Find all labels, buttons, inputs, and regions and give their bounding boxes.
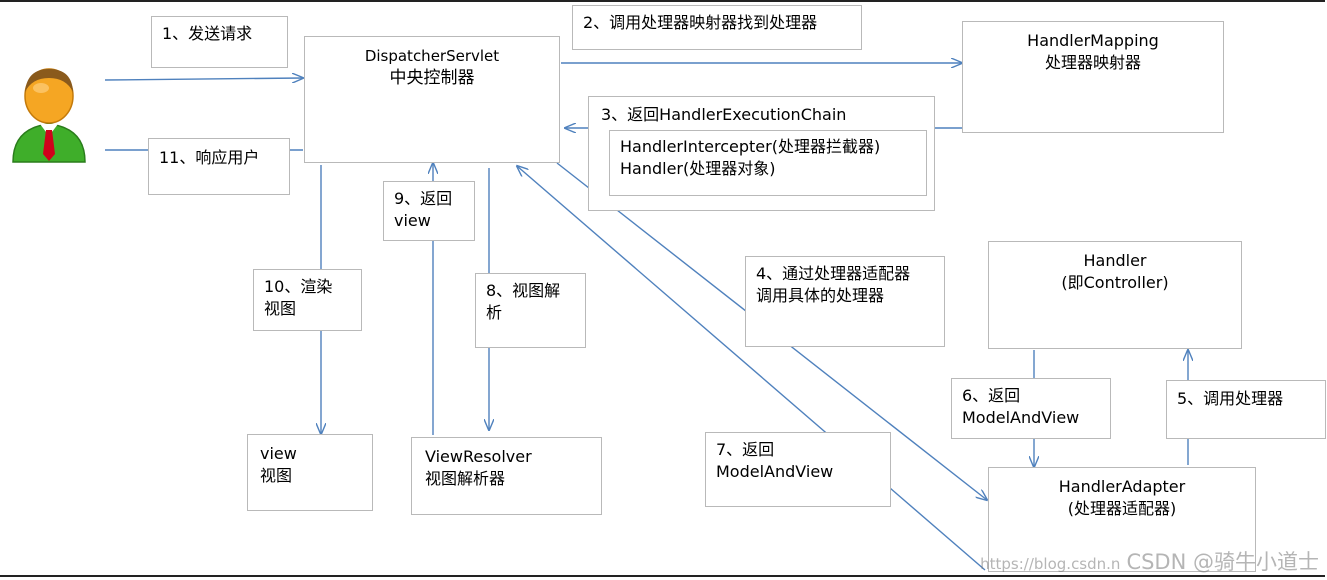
handler-name: Handler [1083, 251, 1147, 270]
handler-adapter-desc: (处理器适配器) [1067, 499, 1177, 518]
handler-adapter-name: HandlerAdapter [1058, 477, 1186, 496]
dispatcher-servlet-desc: 中央控制器 [389, 68, 475, 88]
step-10-text-2: 视图 [264, 299, 297, 318]
step-9-text-1: 9、返回 [394, 189, 453, 208]
step-7-text-1: 7、返回 [716, 440, 775, 459]
handler-box: Handler (即Controller) [988, 241, 1242, 349]
handler-mapping-name: HandlerMapping [1027, 31, 1159, 50]
watermark-url: https://blog.csdn.n [980, 555, 1121, 573]
handler-interceptor-label: HandlerIntercepter(处理器拦截器) [620, 137, 881, 156]
view-desc: 视图 [260, 466, 293, 485]
user-icon [12, 68, 86, 163]
watermark: https://blog.csdn.n CSDN @骑牛小道士 [980, 546, 1319, 576]
step-10-text-1: 10、渲染 [264, 277, 333, 296]
dispatcher-servlet-name: DispatcherServlet [364, 47, 500, 65]
step-11-label: 11、响应用户 [148, 138, 290, 195]
step-2-text: 2、调用处理器映射器找到处理器 [583, 13, 818, 32]
step-4-label: 4、通过处理器适配器 调用具体的处理器 [745, 256, 945, 347]
arrow-return-modelandview-7 [517, 166, 986, 571]
step-10-label: 10、渲染 视图 [253, 269, 362, 331]
step-4-text-1: 4、通过处理器适配器 [756, 264, 911, 283]
step-1-label: 1、发送请求 [151, 16, 288, 68]
step-9-label: 9、返回 view [383, 181, 475, 241]
step-6-label: 6、返回 ModelAndView [951, 378, 1111, 439]
step-6-text-2: ModelAndView [962, 408, 1080, 427]
step-8-text-2: 析 [486, 303, 503, 322]
step-7-label: 7、返回 ModelAndView [705, 432, 891, 507]
view-box: view 视图 [247, 434, 373, 511]
handler-mapping-box: HandlerMapping 处理器映射器 [962, 21, 1224, 133]
execution-chain-inner-box: HandlerIntercepter(处理器拦截器) Handler(处理器对象… [609, 130, 927, 196]
watermark-brand: CSDN @骑牛小道士 [1126, 550, 1319, 574]
step-4-text-2: 调用具体的处理器 [756, 286, 885, 305]
handler-mapping-desc: 处理器映射器 [1044, 53, 1141, 72]
step-5-text: 5、调用处理器 [1177, 389, 1284, 408]
step-5-label: 5、调用处理器 [1166, 380, 1326, 439]
execution-chain-title: 3、返回HandlerExecutionChain [601, 105, 847, 124]
handler-adapter-box: HandlerAdapter (处理器适配器) [988, 467, 1256, 572]
view-resolver-box: ViewResolver 视图解析器 [411, 437, 602, 515]
dispatcher-servlet-box: DispatcherServlet 中央控制器 [304, 36, 560, 163]
arrow-send-request [104, 78, 303, 80]
step-11-text: 11、响应用户 [159, 148, 260, 167]
step-7-text-2: ModelAndView [716, 462, 834, 481]
step-8-text-1: 8、视图解 [486, 281, 561, 300]
handler-desc: (即Controller) [1061, 273, 1169, 292]
view-resolver-desc: 视图解析器 [425, 469, 506, 488]
view-name: view [260, 444, 297, 463]
execution-chain-box: 3、返回HandlerExecutionChain HandlerInterce… [588, 96, 935, 211]
handler-object-label: Handler(处理器对象) [620, 159, 776, 178]
step-6-text-1: 6、返回 [962, 386, 1021, 405]
step-9-text-2: view [394, 211, 431, 230]
view-resolver-name: ViewResolver [425, 447, 532, 466]
step-2-label: 2、调用处理器映射器找到处理器 [572, 5, 862, 50]
step-8-label: 8、视图解 析 [475, 273, 586, 348]
step-1-text: 1、发送请求 [162, 24, 253, 43]
